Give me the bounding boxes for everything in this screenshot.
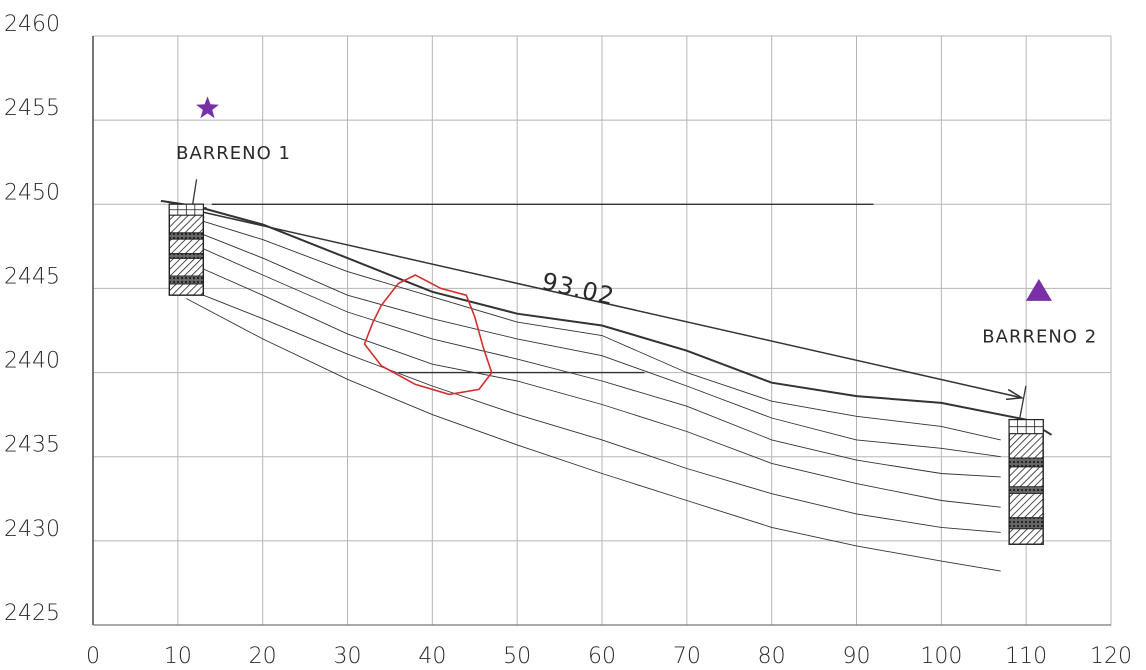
grid [92, 35, 1112, 626]
y-tick-label: 2460 [4, 12, 60, 37]
column-layer [1008, 486, 1044, 494]
column-layer [168, 283, 204, 296]
column-layer [168, 214, 204, 234]
y-tick-label: 2430 [4, 517, 60, 542]
y-tick-label: 2445 [4, 264, 60, 289]
column-layer [168, 238, 204, 254]
distance-arrow-shaft [190, 208, 1023, 399]
borehole-label: BARRENO 1 [176, 143, 291, 164]
column-layer [168, 232, 204, 240]
axis-ticks: 0 10 20 30 40 50 60 70 80 90 100 110 120 2460 2455 2450… [4, 12, 1132, 669]
highlight-outline [363, 274, 493, 396]
y-tick-label: 2425 [4, 601, 60, 626]
x-tick-label: 80 [758, 644, 786, 669]
x-tick-label: 60 [588, 644, 616, 669]
column-layer [1008, 457, 1044, 468]
x-tick-label: 100 [920, 644, 962, 669]
column-layer [168, 257, 204, 277]
stratum-line [186, 261, 1001, 508]
x-tick-label: 40 [418, 644, 446, 669]
strata-lines [186, 215, 1001, 572]
reference-lines [211, 203, 874, 374]
stratum-line [186, 215, 1001, 441]
column-layer [1008, 433, 1044, 459]
arrow-head [1005, 388, 1025, 401]
ground-surface-line [160, 199, 1053, 436]
column-layer [168, 275, 204, 285]
x-tick-label: 90 [843, 644, 871, 669]
x-tick-label: 70 [673, 644, 701, 669]
column-layer [1008, 466, 1044, 488]
stratum-line [186, 240, 1001, 478]
y-tick-label: 2440 [4, 349, 60, 374]
stratum-line [186, 287, 1001, 533]
column-layer [168, 253, 204, 259]
y-tick-label: 2435 [4, 433, 60, 458]
y-tick-label: 2450 [4, 180, 60, 205]
column-layer [1008, 528, 1044, 545]
boreholes: BARRENO 1 BARRENO 2 [168, 96, 1097, 545]
column-layer [1008, 492, 1044, 519]
stratum-line [186, 298, 1001, 572]
stratum-line [186, 227, 1001, 458]
x-tick-label: 50 [503, 644, 531, 669]
x-tick-label: 10 [164, 644, 192, 669]
borehole-label: BARRENO 2 [982, 326, 1097, 347]
y-tick-label: 2455 [4, 96, 60, 121]
x-tick-label: 110 [1005, 644, 1047, 669]
x-tick-label: 120 [1090, 644, 1132, 669]
x-tick-label: 20 [249, 644, 277, 669]
distance-label: 93.02 [539, 267, 617, 311]
star-marker-icon [196, 96, 219, 119]
column-layer [1008, 517, 1044, 530]
x-tick-label: 0 [86, 644, 100, 669]
x-tick-label: 30 [334, 644, 362, 669]
triangle-marker-icon [1025, 278, 1052, 301]
